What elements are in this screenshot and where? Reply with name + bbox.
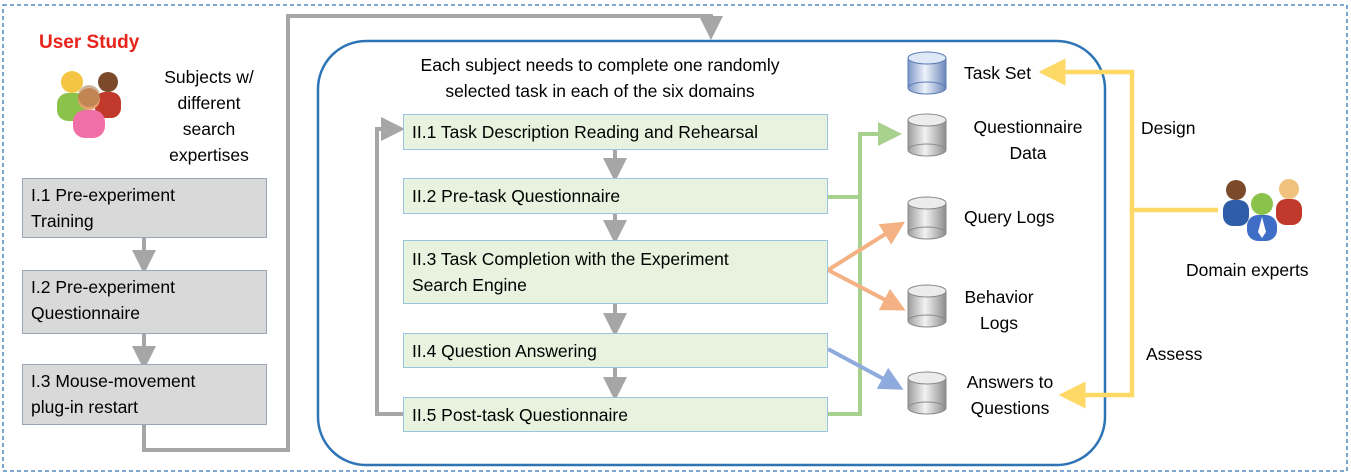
db-label-questionnaire-line2: Data [1009,143,1047,163]
design-label: Design [1141,118,1196,138]
subjects-label-line: different [177,93,241,113]
subjects-label-line: Subjects w/ [164,67,254,87]
step-i3-line2: plug-in restart [31,397,138,417]
step-ii4-label: II.4 Question Answering [412,340,597,361]
arrow-posttask-to-questionnaire [828,197,862,416]
step-i2-line1: I.2 Pre-experiment [31,277,175,297]
arrow-loop-back [375,117,405,416]
database-icon-query-logs [907,196,947,240]
database-icon-task-set [907,51,947,95]
step-ii2-box: II.2 Pre-task Questionnaire [403,178,828,214]
arrow-completion-to-behavior [827,268,906,311]
db-label-answers: Answers to Questions [956,369,1064,421]
tasks-header-line: selected task in each of the six domains [445,81,755,101]
arrow-experts-design [1038,58,1218,213]
subjects-label: Subjects w/ different search expertises [146,64,272,168]
db-label-behavior-line1: Behavior [964,287,1034,307]
step-i3-box: I.3 Mouse-movement plug-in restart [22,364,267,425]
task-container [316,39,1107,467]
step-i2-line2: Questionnaire [31,303,140,323]
db-label-questionnaire-line1: Questionnaire [973,117,1083,137]
step-i1-line1: I.1 Pre-experiment [31,185,175,205]
db-label-task-set: Task Set [964,63,1032,83]
step-ii3-line1: II.3 Task Completion with the Experiment [412,249,729,269]
db-label-behavior-line2: Logs [980,313,1018,333]
arrow-experts-assess [1058,210,1135,409]
step-i3-line1: I.3 Mouse-movement [31,371,196,391]
database-icon-answers [907,371,947,415]
subjects-label-line: search [182,119,236,139]
user-study-title: User Study [39,32,140,53]
subjects-people-icon [57,71,121,138]
database-icon-questionnaire [907,113,947,157]
step-ii1-box: II.1 Task Description Reading and Rehear… [403,114,828,150]
database-icon-behavior-logs [907,284,947,328]
step-ii3-line2: Search Engine [412,275,527,295]
step-ii4-box: II.4 Question Answering [403,333,828,368]
step-i2-box: I.2 Pre-experiment Questionnaire [22,270,267,334]
outer-frame [2,4,1348,472]
domain-experts-label: Domain experts [1186,260,1309,280]
db-label-questionnaire: Questionnaire Data [954,114,1102,166]
subjects-label-line: expertises [169,145,249,165]
arrow-answering-to-answers [827,347,904,390]
tasks-header: Each subject needs to complete one rando… [360,52,840,104]
arrow-completion-to-querylogs [826,221,906,272]
assess-label: Assess [1146,344,1203,364]
step-i1-line2: Training [31,211,94,231]
step-ii3-box: II.3 Task Completion with the Experiment… [403,240,828,304]
step-ii5-label: II.5 Post-task Questionnaire [412,404,628,425]
step-ii1-label: II.1 Task Description Reading and Rehear… [412,122,758,142]
db-label-answers-line1: Answers to [966,372,1054,392]
arrow-pretask-to-questionnaire [828,122,902,199]
step-ii5-box: II.5 Post-task Questionnaire [403,397,828,432]
arrow-study-to-tasks [142,14,723,452]
tasks-header-line: Each subject needs to complete one rando… [420,55,780,75]
db-label-answers-line2: Questions [970,398,1050,418]
experts-people-icon [1223,179,1302,241]
db-label-query-logs: Query Logs [964,207,1055,227]
step-i1-box: I.1 Pre-experiment Training [22,178,267,238]
db-label-behavior: Behavior Logs [958,284,1040,336]
step-ii2-label: II.2 Pre-task Questionnaire [412,186,621,206]
